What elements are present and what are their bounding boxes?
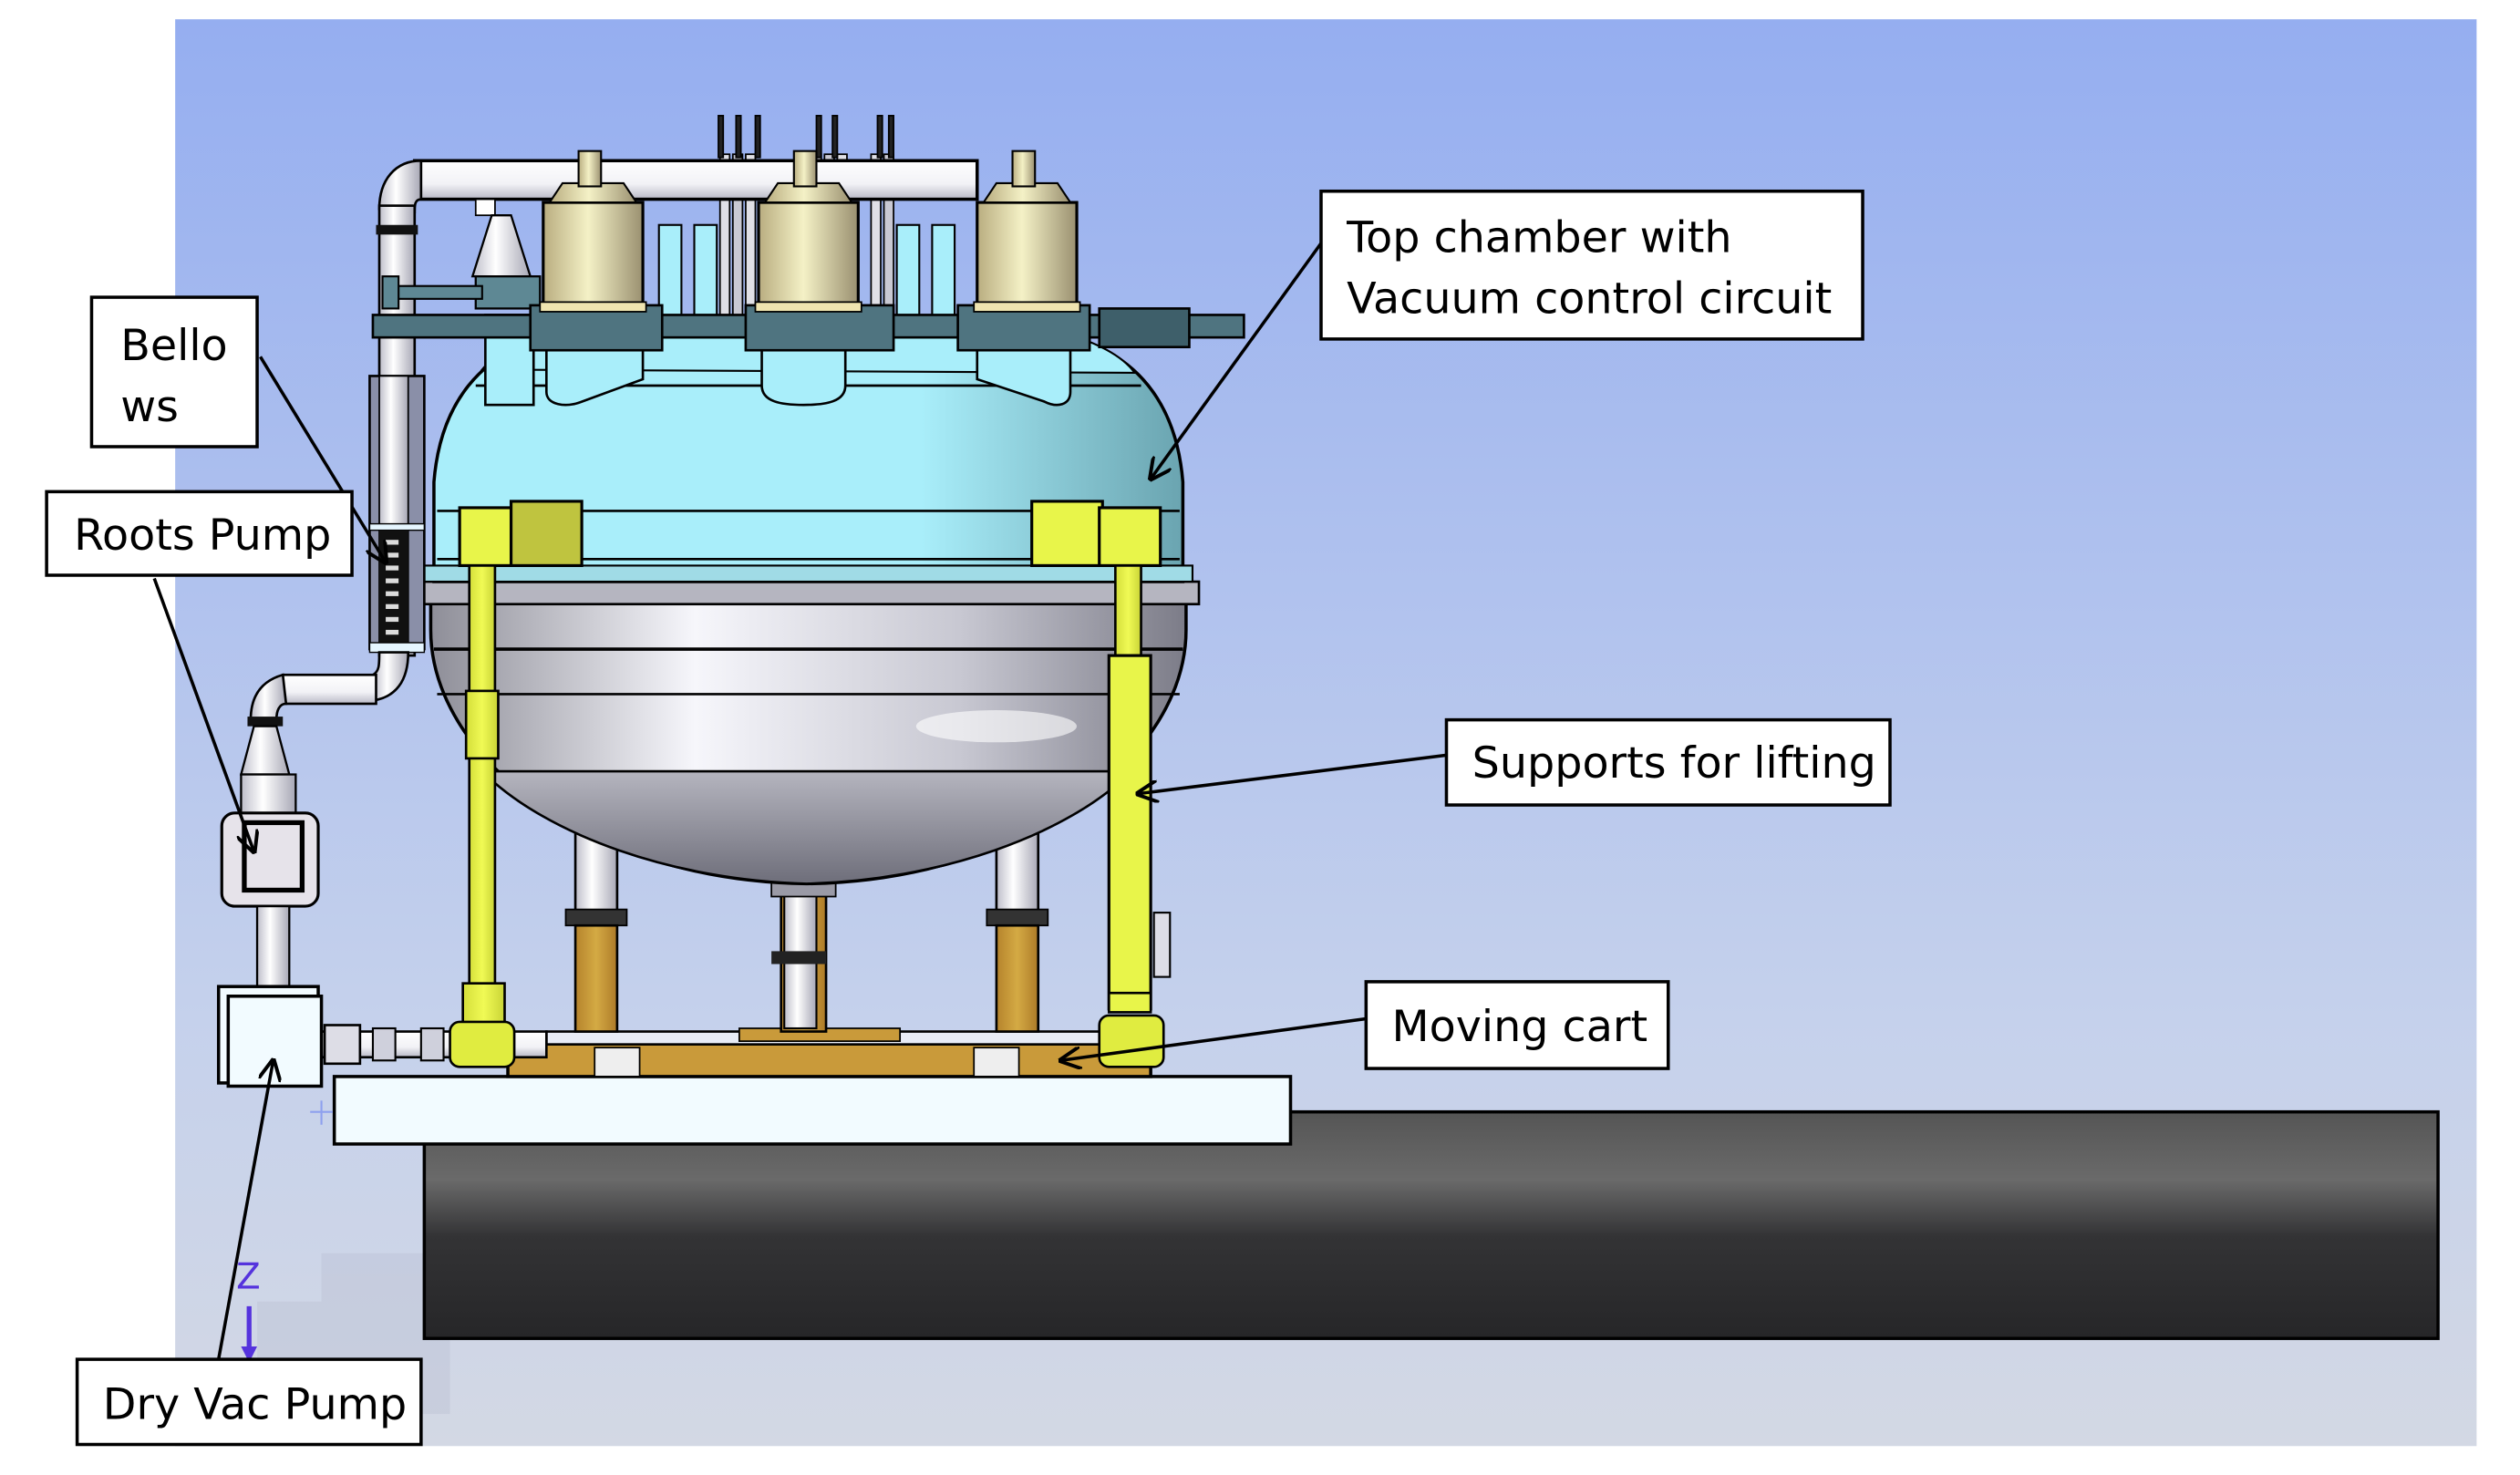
callout-bellows: Bello ws [89,295,259,449]
roots-inlet-pipe [239,651,410,818]
callout-bellows-line-1: Bello [120,321,227,371]
callout-top-chamber-line-1: Top chamber with [1346,213,1731,263]
callout-roots-pump: Roots Pump [45,490,354,577]
base-slab [332,1075,1293,1146]
callout-moving-cart-label: Moving cart [1392,1002,1648,1052]
callout-dry-vac-pump-label: Dry Vac Pump [103,1379,407,1429]
callout-supports: Supports for lifting [1444,717,1892,807]
leader-top-chamber [1151,240,1325,479]
lifting-support-left [449,500,584,1068]
bellows [368,375,426,654]
cryo-heads [539,150,1081,313]
leader-dry-vac-pump [217,1060,274,1360]
callout-top-chamber-line-2: Vacuum control circuit [1347,274,1832,325]
leader-lines [152,240,1447,1360]
leader-supports [1138,753,1447,793]
callout-bellows-line-2: ws [120,382,179,432]
leader-moving-cart [1060,1016,1367,1060]
origin-crosshair-icon [310,1100,333,1125]
callout-supports-label: Supports for lifting [1472,738,1876,789]
callout-moving-cart: Moving cart [1364,980,1670,1070]
cryo-head-right [973,150,1081,313]
cryo-head-center [754,150,862,313]
clamp-band [371,275,1245,352]
dry-vac-pump [216,985,324,1088]
z-axis-label: Z [236,1257,261,1298]
callout-roots-pump-label: Roots Pump [74,511,331,561]
z-axis-indicator: Z [236,1257,261,1363]
cryo-head-left [539,150,647,313]
callout-dry-vac-pump: Dry Vac Pump [75,1357,423,1447]
leader-roots-pump [152,577,253,852]
leader-bellows [259,356,386,562]
callout-top-chamber: Top chamber with Vacuum control circuit [1319,189,1864,341]
floor-beam [422,1109,2440,1340]
lifting-support-right [1030,500,1172,1068]
bottom-dish [419,580,1201,886]
moving-cart [506,1027,1152,1078]
lifting-supports [449,500,1172,1068]
